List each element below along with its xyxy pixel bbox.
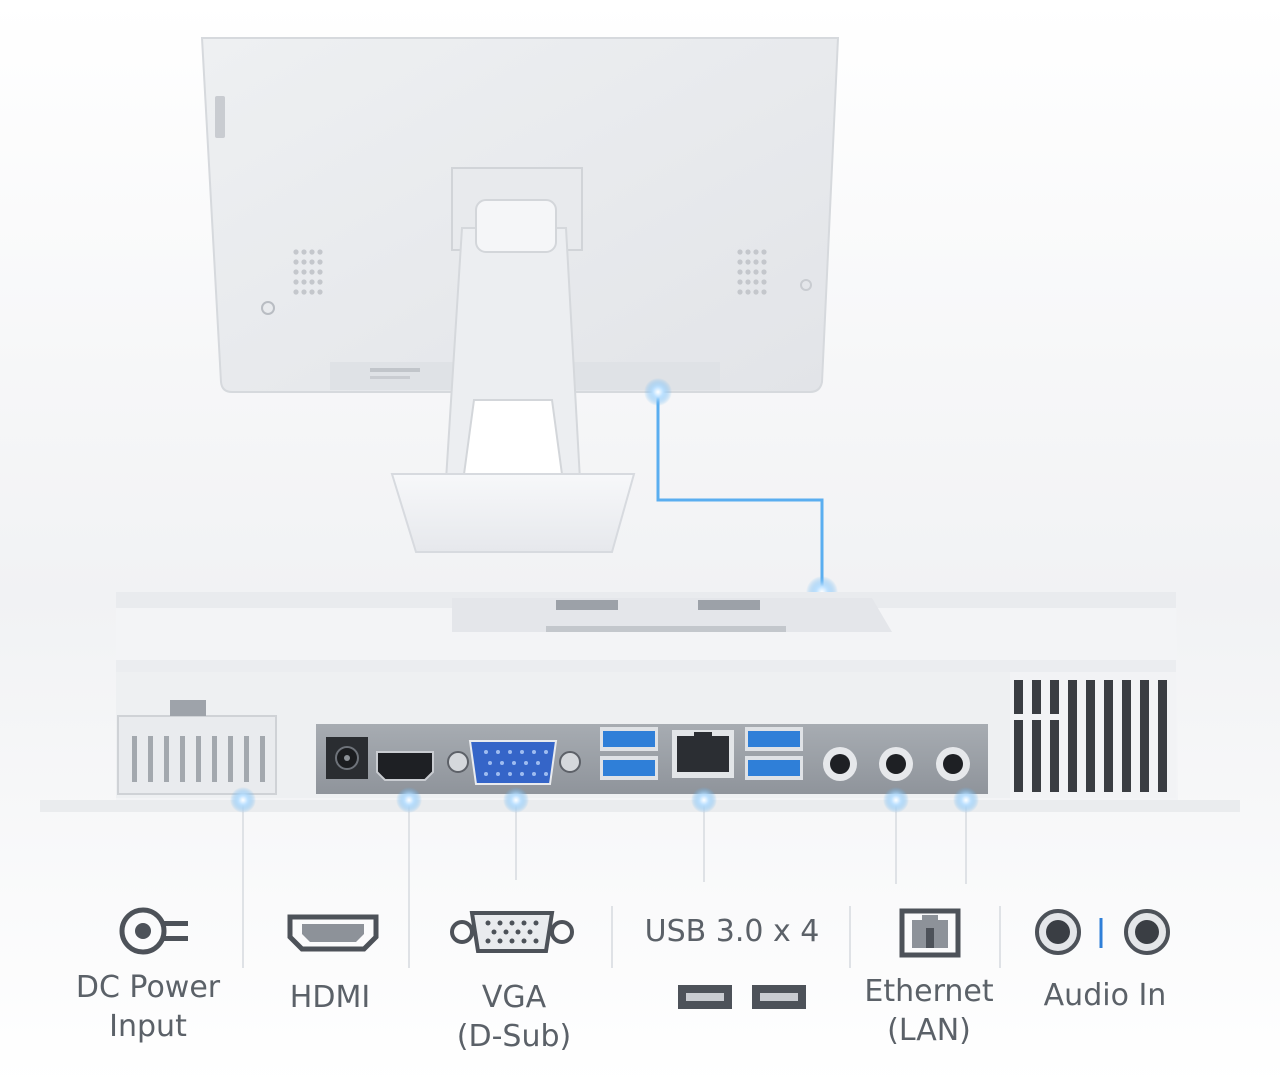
label-hdmi-text: HDMI	[289, 980, 371, 1015]
label-usb: USB 3.0 x 4	[624, 912, 840, 951]
label-ethernet-line1: Ethernet	[864, 974, 994, 1009]
label-ethernet-line2: (LAN)	[887, 1013, 971, 1048]
label-audio: Audio In	[1020, 976, 1190, 1015]
label-vga-line2: (D-Sub)	[456, 1019, 572, 1054]
label-dc-power-line1: DC Power	[75, 970, 221, 1005]
hdmi-icon	[287, 914, 379, 952]
usb-icon	[678, 985, 806, 1009]
monitor-base-closeup	[40, 592, 1240, 812]
label-ethernet: Ethernet (LAN)	[846, 972, 1012, 1050]
vga-icon	[450, 911, 574, 953]
monitor-stand	[390, 199, 636, 553]
label-dc-power-line2: Input	[109, 1009, 187, 1044]
label-dc-power: DC Power Input	[50, 968, 246, 1046]
dc-power-icon	[119, 907, 188, 955]
audio-jack-icon	[1035, 909, 1170, 955]
label-vga: VGA (D-Sub)	[424, 978, 604, 1056]
label-audio-text: Audio In	[1043, 978, 1167, 1013]
label-hdmi: HDMI	[264, 978, 396, 1017]
ethernet-icon	[899, 908, 961, 958]
label-usb-text: USB 3.0 x 4	[644, 914, 820, 949]
port-leader-lines	[230, 787, 1001, 968]
label-vga-line1: VGA	[481, 980, 547, 1015]
